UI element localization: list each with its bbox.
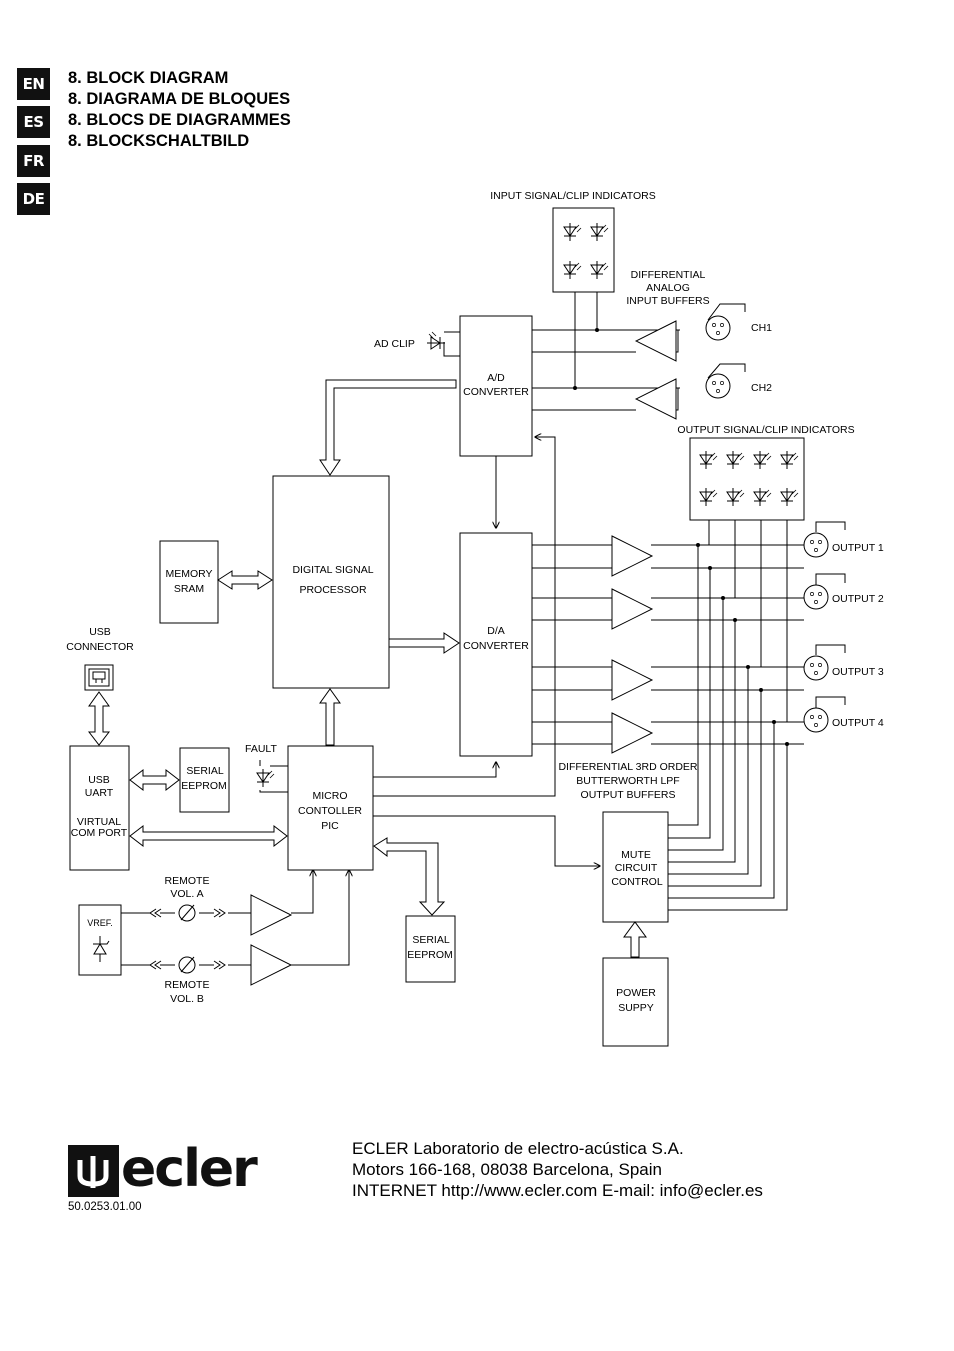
input-buffers-label-3: INPUT BUFFERS <box>626 295 709 307</box>
memory-dsp-arrow <box>217 570 273 590</box>
usb-uart-label-5: COM PORT <box>71 827 128 839</box>
vref-block <box>78 904 122 976</box>
fault-label: FAULT <box>245 743 277 755</box>
usb-plug-icon <box>92 671 106 683</box>
memory-label-2: SRAM <box>174 583 204 595</box>
dsp-label-2: PROCESSOR <box>299 584 367 596</box>
memory-label-1: MEMORY <box>165 568 212 580</box>
remote-b-label-1: REMOTE <box>165 979 210 991</box>
remote-amps <box>250 894 292 986</box>
dsp-block <box>272 475 390 689</box>
usb-uart-arrow <box>87 691 111 746</box>
remote-a-label-2: VOL. A <box>170 888 203 900</box>
lang-tab-en[interactable]: EN <box>17 68 50 100</box>
heading-de: 8. BLOCKSCHALTBILD <box>68 132 250 150</box>
usb-uart-label-2: UART <box>85 787 114 799</box>
output-indicators-label: OUTPUT SIGNAL/CLIP INDICATORS <box>677 424 854 436</box>
da-converter-block <box>459 532 533 757</box>
zener-icon <box>93 936 110 962</box>
address-line-2: Motors 166-168, 08038 Barcelona, Spain <box>352 1160 662 1179</box>
serial-eeprom-label-1: SERIAL <box>186 765 224 777</box>
input-indicators-label: INPUT SIGNAL/CLIP INDICATORS <box>490 190 656 202</box>
power-label-1: POWER <box>616 987 656 999</box>
output-2-label: OUTPUT 2 <box>832 593 884 605</box>
block-diagram: INPUT SIGNAL/CLIP INDICATORS DIFFERENTIA… <box>66 190 884 1047</box>
usb-connector-label-1: USB <box>89 626 111 638</box>
micro-eeprom-arrow <box>373 837 446 916</box>
remote-a-label-1: REMOTE <box>165 875 210 887</box>
ch2-label: CH2 <box>751 382 772 394</box>
output-buffers-label-3: OUTPUT BUFFERS <box>581 789 676 801</box>
da-label-1: D/A <box>487 625 505 637</box>
input-buffer-amps <box>634 320 677 420</box>
mute-label-3: CONTROL <box>611 876 662 888</box>
power-label-2: SUPPY <box>618 1002 654 1014</box>
heading-es: 8. DIAGRAMA DE BLOQUES <box>68 90 291 108</box>
input-indicator-panel <box>552 207 615 293</box>
output-indicator-panel <box>689 437 805 521</box>
serial-eeprom-2-block <box>405 915 456 983</box>
remote-b-label-2: VOL. B <box>170 993 204 1005</box>
ch1-label: CH1 <box>751 322 772 334</box>
usb-connector-icon <box>84 664 114 691</box>
output-1-label: OUTPUT 1 <box>832 542 884 554</box>
serial-eeprom-2-label-2: EEPROM <box>407 949 453 961</box>
output-buffers-label-1: DIFFERENTIAL 3RD ORDER <box>558 761 697 773</box>
document-code: 50.0253.01.00 <box>68 1201 142 1213</box>
micro-to-dsp-arrow <box>319 688 341 746</box>
ad-label-1: A/D <box>487 372 505 384</box>
lang-tab-fr[interactable]: FR <box>17 145 50 177</box>
lang-tab-de[interactable]: DE <box>17 183 50 215</box>
input-buffers-label-1: DIFFERENTIAL <box>631 269 706 281</box>
micro-controller-block <box>287 745 374 871</box>
output-buffer-amps <box>611 535 653 754</box>
serial-eeprom-label-2: EEPROM <box>181 780 227 792</box>
uart-eeprom-arrow <box>129 768 180 792</box>
power-supply-block <box>602 957 669 1047</box>
input-buffers-label-2: ANALOG <box>646 282 690 294</box>
uart-micro-arrow <box>129 824 288 848</box>
ad-clip-label: AD CLIP <box>374 338 415 350</box>
output-3-label: OUTPUT 3 <box>832 666 884 678</box>
xlr-jacks <box>705 315 829 733</box>
micro-label-3: PIC <box>321 820 339 832</box>
vref-label: VREF. <box>87 918 113 928</box>
address-line-1: ECLER Laboratorio de electro-acústica S.… <box>352 1139 684 1158</box>
dsp-label-1: DIGITAL SIGNAL <box>292 564 373 576</box>
mute-label-1: MUTE <box>621 849 651 861</box>
output-buffers-label-2: BUTTERWORTH LPF <box>576 775 679 787</box>
heading-en: 8. BLOCK DIAGRAM <box>68 69 229 87</box>
logo-wordmark: ecler <box>121 1139 258 1199</box>
usb-uart-block <box>69 745 130 871</box>
heading-fr: 8. BLOCS DE DIAGRAMMES <box>68 111 291 129</box>
micro-label-2: CONTOLLER <box>298 805 362 817</box>
ad-to-dsp-arrow <box>319 379 457 476</box>
micro-label-1: MICRO <box>313 790 348 802</box>
mute-label-2: CIRCUIT <box>615 862 658 874</box>
usb-connector-label-2: CONNECTOR <box>66 641 134 653</box>
output-4-label: OUTPUT 4 <box>832 717 884 729</box>
dsp-to-da-arrow <box>388 632 460 654</box>
memory-sram-block <box>159 540 219 624</box>
lang-tab-es[interactable]: ES <box>17 106 50 138</box>
power-to-mute-arrow <box>623 921 647 958</box>
ad-label-2: CONVERTER <box>463 386 529 398</box>
da-label-2: CONVERTER <box>463 640 529 652</box>
usb-uart-label-4: VIRTUAL <box>77 816 121 828</box>
address-line-3[interactable]: INTERNET http://www.ecler.com E-mail: in… <box>352 1181 763 1200</box>
serial-eeprom-2-label-1: SERIAL <box>412 934 450 946</box>
serial-eeprom-block <box>179 747 230 813</box>
usb-uart-label-1: USB <box>88 774 110 786</box>
